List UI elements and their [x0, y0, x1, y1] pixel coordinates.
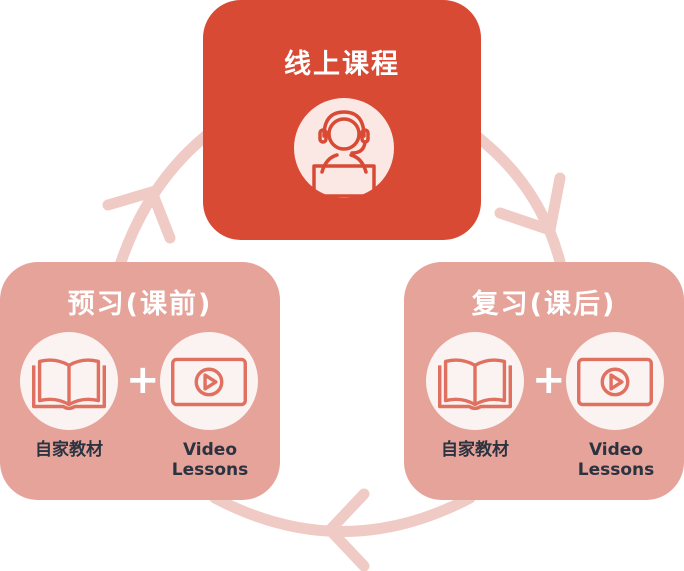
plus-sign: +: [532, 357, 566, 403]
video-play-icon: [566, 332, 664, 430]
video-play-icon: [160, 332, 258, 430]
arrowhead-bottom: [322, 488, 370, 571]
video-label-line1: Video: [182, 440, 238, 460]
video-label-line2: Lessons: [171, 460, 249, 480]
arrowhead-left: [102, 185, 176, 244]
video-label-line1: Video: [588, 440, 644, 460]
video-label-line2: Lessons: [577, 460, 655, 480]
open-book-icon: [20, 332, 118, 430]
arc-right: [469, 129, 566, 268]
textbook-label: 自家教材: [441, 440, 509, 460]
headset-person-icon: [294, 98, 394, 198]
preview-title: 预习(课前): [67, 289, 213, 320]
video-lessons-label: Video Lessons: [561, 440, 671, 480]
review-card: 复习(课后) + 自家教材 Video Lessons: [404, 262, 684, 500]
arrowhead-right: [494, 172, 566, 238]
preview-card: 预习(课前) + 自家教材 Video Lessons: [0, 262, 280, 500]
online-course-title: 线上课程: [284, 49, 400, 80]
review-title: 复习(课后): [471, 289, 617, 320]
arc-bottom: [209, 492, 476, 537]
plus-sign: +: [126, 357, 160, 403]
open-book-icon: [426, 332, 524, 430]
video-lessons-label: Video Lessons: [155, 440, 265, 480]
online-course-card: 线上课程: [203, 0, 481, 240]
textbook-label: 自家教材: [35, 440, 103, 460]
